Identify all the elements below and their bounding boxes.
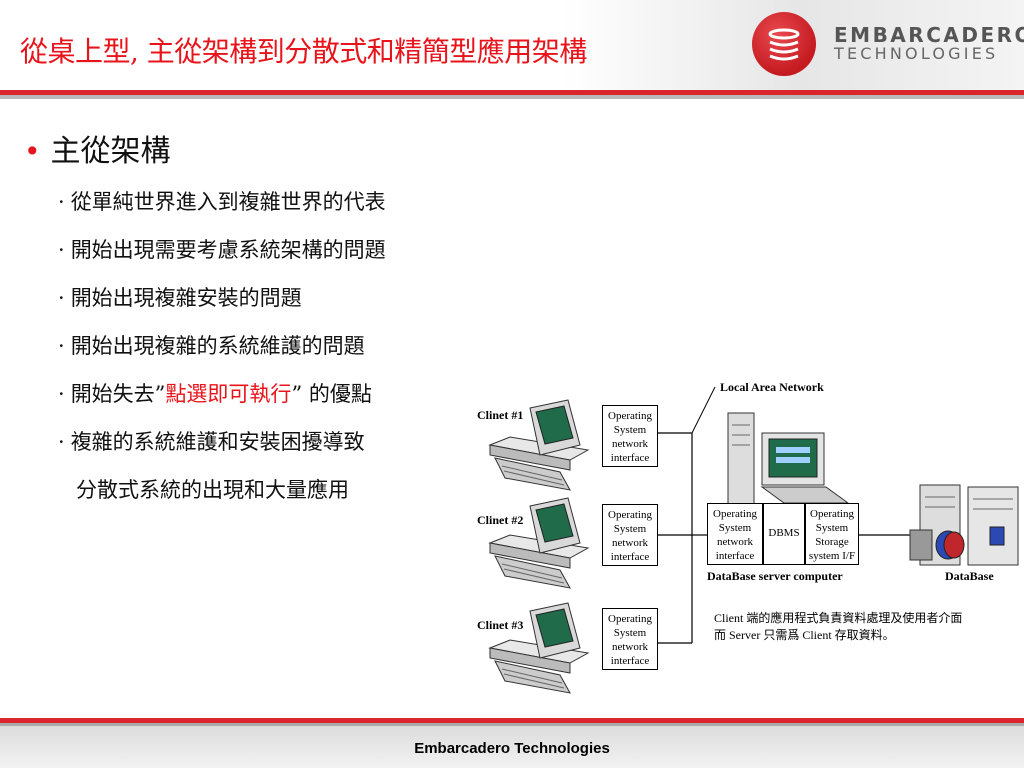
header-bar	[0, 0, 1024, 90]
slide-title: 從桌上型, 主從架構到分散式和精簡型應用架構	[20, 35, 587, 68]
server-computer-icon	[727, 412, 850, 506]
sub-bullet: ·從單純世界進入到複雜世界的代表	[58, 190, 386, 214]
lan-label: Local Area Network	[720, 380, 824, 394]
client1-label: Clinet #1	[477, 408, 524, 422]
embarcadero-logo-icon	[752, 12, 816, 76]
architecture-diagram	[488, 386, 1019, 694]
server-label: DataBase server computer	[707, 569, 843, 583]
header-divider-red	[0, 90, 1024, 95]
sub-bullet-text: 開始出現需要考慮系統架構的問題	[70, 238, 386, 262]
sub-bullet: ·開始出現需要考慮系統架構的問題	[58, 238, 386, 262]
main-bullet-text: 主從架構	[50, 134, 171, 169]
sub-bullet-text: 複雜的系統維護和安裝困擾導致	[70, 430, 365, 454]
client2-label: Clinet #2	[477, 513, 524, 527]
main-bullet: • 主從架構	[24, 126, 171, 170]
footer-divider-red	[0, 718, 1024, 723]
database-label: DataBase	[945, 569, 994, 583]
database-stack-icon	[768, 28, 800, 61]
lan-pointer	[691, 386, 716, 434]
sub-bullet-text: 開始出現複雜安裝的問題	[70, 286, 302, 310]
footer-divider-gray	[0, 723, 1024, 726]
dbms-box: DBMS	[763, 503, 805, 565]
sub-bullet-continuation: 分散式系統的出現和大量應用	[76, 478, 349, 502]
footer-bar	[0, 726, 1024, 768]
logo-text-line1: EMBARCADERO	[834, 23, 1024, 47]
database-storage-icon	[909, 484, 1019, 566]
footer-text: Embarcadero Technologies	[414, 740, 610, 757]
sub-bullet: ·開始出現複雜的系統維護的問題	[58, 334, 365, 358]
sub-bullet-text: 開始出現複雜的系統維護的問題	[70, 334, 365, 358]
bullet-dot-icon: •	[24, 135, 41, 168]
client3-label: Clinet #3	[477, 618, 524, 632]
sub-bullet-post: ” 的優點	[291, 382, 372, 406]
sub-bullet: ·開始失去”點選即可執行” 的優點	[58, 382, 372, 406]
note-line1: Client 端的應用程式負責資料處理及使用者介面	[714, 611, 963, 625]
sub-bullet: ·複雜的系統維護和安裝困擾導致	[58, 430, 365, 454]
client3-computer-icon	[488, 602, 590, 694]
sub-bullet: ·開始出現複雜安裝的問題	[58, 286, 302, 310]
note-line2: 而 Server 只需爲 Client 存取資料。	[714, 628, 895, 642]
logo-text-line2: TECHNOLOGIES	[834, 44, 999, 63]
highlight-text: 點選即可執行	[165, 382, 292, 406]
header-divider-gray	[0, 95, 1024, 99]
client2-computer-icon	[488, 497, 590, 589]
sub-bullet-pre: 開始失去”	[70, 382, 166, 406]
client1-computer-icon	[488, 399, 590, 491]
sub-bullet-text: 從單純世界進入到複雜世界的代表	[70, 190, 386, 214]
